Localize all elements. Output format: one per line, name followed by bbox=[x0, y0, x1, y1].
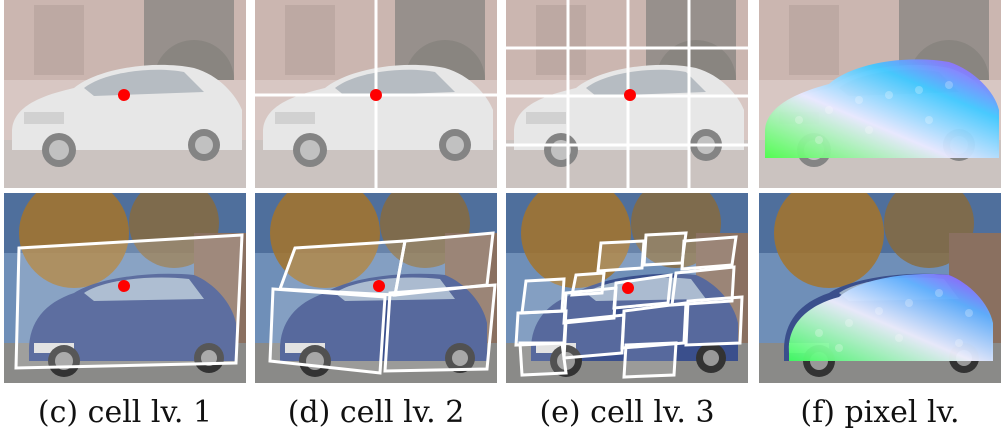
blue-car-pixel-level bbox=[759, 193, 1001, 383]
keypoint-marker bbox=[370, 89, 382, 101]
caption-cell-level-2: (d) cell lv. 2 bbox=[287, 395, 465, 430]
blue-car-cell-level-2 bbox=[255, 193, 497, 383]
keypoint-marker bbox=[118, 89, 130, 101]
blue-car-cell-level-1 bbox=[4, 193, 246, 383]
keypoint-marker bbox=[624, 89, 636, 101]
blue-car-cell-level-3 bbox=[506, 193, 748, 383]
keypoint-marker bbox=[622, 282, 634, 294]
silver-car-cell-level-3 bbox=[506, 0, 748, 188]
caption-cell-level-1: (c) cell lv. 1 bbox=[37, 395, 213, 430]
silver-car-cell-level-1 bbox=[4, 0, 246, 188]
keypoint-marker bbox=[118, 280, 130, 292]
silver-car-pixel-level bbox=[759, 0, 1001, 188]
silver-car-cell-level-2 bbox=[255, 0, 497, 188]
caption-pixel-level: (f) pixel lv. bbox=[800, 395, 960, 430]
keypoint-marker bbox=[373, 280, 385, 292]
caption-cell-level-3: (e) cell lv. 3 bbox=[539, 395, 715, 430]
